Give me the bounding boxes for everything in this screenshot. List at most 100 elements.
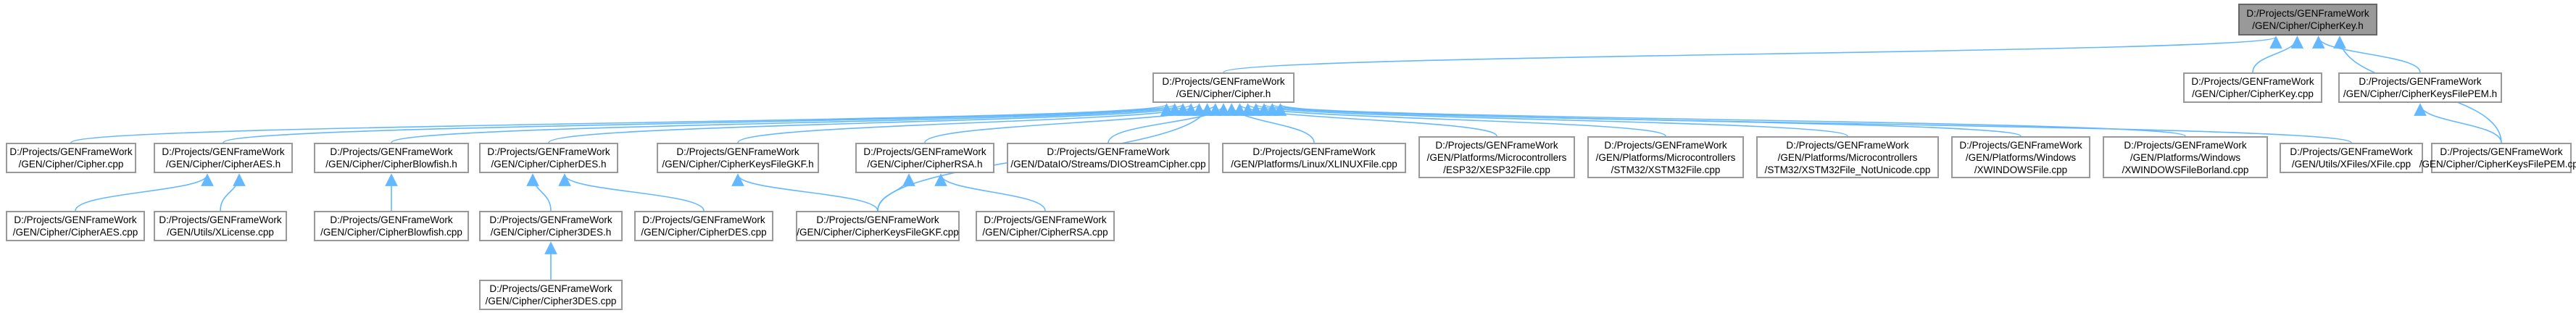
node-label-line: D:/Projects/GENFrameWork (159, 214, 282, 225)
graph-node-xwindowsfileborland-cpp[interactable]: D:/Projects/GENFrameWork/GEN/Platforms/W… (2103, 136, 2268, 178)
node-label-line: /GEN/Utils/XFiles/XFile.cpp (2291, 159, 2411, 170)
graph-node-cipherkeysfilepem-cpp[interactable]: D:/Projects/GENFrameWork/GEN/Cipher/Ciph… (2419, 143, 2576, 173)
node-label-line: /GEN/Cipher/CipherKeysFileGKF.cpp (797, 227, 959, 238)
node-label-line: D:/Projects/GENFrameWork (489, 283, 612, 294)
edge-diostreamcipher-cpp-to-cipher-h (1108, 103, 1230, 143)
node-label-line: /GEN/Platforms/Microcontrollers (1595, 151, 1736, 163)
node-label-line: D:/Projects/GENFrameWork (2359, 76, 2482, 87)
node-label-line: D:/Projects/GENFrameWork (1959, 139, 2082, 151)
graph-node-cipher-h[interactable]: D:/Projects/GENFrameWork/GEN/Cipher/Ciph… (1152, 72, 1295, 103)
node-label-line: D:/Projects/GENFrameWork (642, 214, 765, 225)
node-label-line: /GEN/Utils/XLicense.cpp (167, 227, 274, 238)
edge-cipherkeysfilepem-h-to-cipherkey-h (2311, 36, 2421, 73)
edge-cipherkeysfilegkf-cpp-to-cipherrsa-h (877, 173, 915, 212)
node-label-line: D:/Projects/GENFrameWork (1162, 76, 1285, 87)
node-label-line: D:/Projects/GENFrameWork (14, 214, 137, 225)
node-label-line: D:/Projects/GENFrameWork (1786, 139, 1909, 151)
node-label-line: /GEN/Cipher/CipherRSA.cpp (982, 227, 1108, 238)
node-label-line: /GEN/Cipher/CipherKey.h (2252, 20, 2364, 31)
edge-cipher3des-h-to-cipherdes-h (526, 173, 552, 212)
graph-node-cipherblowfish-cpp[interactable]: D:/Projects/GENFrameWork/GEN/Cipher/Ciph… (314, 211, 469, 241)
node-label-line: D:/Projects/GENFrameWork (489, 214, 612, 225)
edge-cipherblowfish-h-to-cipher-h (391, 103, 1189, 143)
edge-cipherkeysfilegkf-cpp-to-cipherkeysfilegkf-h (731, 173, 878, 212)
node-label-line: /ESP32/XESP32File.cpp (1443, 164, 1550, 175)
graph-node-diostreamcipher-cpp[interactable]: D:/Projects/GENFrameWork/GEN/DataIO/Stre… (1007, 143, 1210, 173)
node-label-line: /GEN/Cipher/CipherKeysFilePEM.h (2343, 88, 2498, 99)
node-label-line: D:/Projects/GENFrameWork (1435, 139, 1558, 151)
graph-node-cipherrsa-cpp[interactable]: D:/Projects/GENFrameWork/GEN/Cipher/Ciph… (976, 211, 1115, 241)
edge-cipherkeysfilegkf-h-to-cipher-h (737, 103, 1205, 143)
node-label-line: /GEN/Cipher/Cipher.h (1176, 88, 1271, 99)
node-label-line: /STM32/XSTM32File.cpp (1611, 164, 1721, 175)
node-label-line: /GEN/Cipher/Cipher3DES.cpp (485, 296, 617, 306)
node-label-line: D:/Projects/GENFrameWork (1047, 146, 1170, 157)
node-label-line: D:/Projects/GENFrameWork (2124, 139, 2247, 151)
graph-node-cipherdes-cpp[interactable]: D:/Projects/GENFrameWork/GEN/Cipher/Ciph… (634, 211, 773, 241)
node-label-line: /GEN/Platforms/Windows (1965, 151, 2077, 163)
graph-node-xlinuxfile-cpp[interactable]: D:/Projects/GENFrameWork/GEN/Platforms/L… (1222, 143, 1406, 173)
graph-node-cipher-cpp[interactable]: D:/Projects/GENFrameWork/GEN/Cipher/Ciph… (6, 143, 136, 173)
graph-node-cipheraes-cpp[interactable]: D:/Projects/GENFrameWork/GEN/Cipher/Ciph… (6, 211, 145, 241)
graph-node-cipherkeysfilegkf-cpp[interactable]: D:/Projects/GENFrameWork/GEN/Cipher/Ciph… (796, 211, 960, 241)
node-label-line: /GEN/Platforms/Microcontrollers (1777, 151, 1918, 163)
edge-cipherdes-h-to-cipher-h (548, 103, 1197, 143)
graph-node-cipherkey-h[interactable]: D:/Projects/GENFrameWork/GEN/Cipher/Ciph… (2238, 4, 2377, 36)
node-label-line: /GEN/Cipher/CipherKey.cpp (2192, 88, 2314, 99)
node-label-line: /XWINDOWSFileBorland.cpp (2122, 164, 2249, 175)
node-label-line: /GEN/Cipher/CipherRSA.h (867, 159, 983, 170)
graph-node-cipherkeysfilegkf-h[interactable]: D:/Projects/GENFrameWork/GEN/Cipher/Ciph… (657, 143, 819, 173)
node-label-line: /GEN/Cipher/CipherAES.cpp (12, 227, 138, 238)
edge-cipheraes-cpp-to-cipheraes-h (75, 173, 214, 212)
edge-cipheraes-h-to-cipher-h (223, 103, 1181, 143)
node-label-line: /GEN/Platforms/Linux/XLINUXFile.cpp (1231, 159, 1397, 170)
graph-node-xstm32file-cpp[interactable]: D:/Projects/GENFrameWork/GEN/Platforms/M… (1587, 136, 1744, 178)
node-label-line: /GEN/Platforms/Microcontrollers (1426, 151, 1567, 163)
graph-node-cipherdes-h[interactable]: D:/Projects/GENFrameWork/GEN/Cipher/Ciph… (479, 143, 618, 173)
node-label-line: D:/Projects/GENFrameWork (984, 214, 1107, 225)
edge-xstm32file-notunicode-cpp-to-cipher-h (1250, 103, 1848, 137)
graph-node-cipherrsa-h[interactable]: D:/Projects/GENFrameWork/GEN/Cipher/Ciph… (855, 143, 994, 173)
node-label-line: D:/Projects/GENFrameWork (2246, 8, 2369, 19)
node-label-line: /GEN/Cipher/CipherAES.h (165, 159, 281, 170)
edge-cipherkey-cpp-to-cipherkey-h (2252, 36, 2304, 73)
node-label-line: /GEN/Cipher/CipherDES.cpp (641, 227, 767, 238)
graph-node-cipherblowfish-h[interactable]: D:/Projects/GENFrameWork/GEN/Cipher/Ciph… (314, 143, 469, 173)
graph-node-xlicense-cpp[interactable]: D:/Projects/GENFrameWork/GEN/Utils/XLice… (154, 211, 287, 241)
node-label-line: /GEN/DataIO/Streams/DIOStreamCipher.cpp (1010, 159, 1206, 170)
graph-node-xwindowsfile-cpp[interactable]: D:/Projects/GENFrameWork/GEN/Platforms/W… (1951, 136, 2090, 178)
node-label-line: D:/Projects/GENFrameWork (330, 146, 453, 157)
node-label-line: /GEN/Cipher/Cipher3DES.h (490, 227, 612, 238)
node-label-line: D:/Projects/GENFrameWork (2290, 146, 2413, 157)
edge-cipherrsa-cpp-to-cipherrsa-h (934, 173, 1046, 212)
graph-node-xstm32file-notunicode-cpp[interactable]: D:/Projects/GENFrameWork/GEN/Platforms/M… (1756, 136, 1939, 178)
graph-node-xesp32file-cpp[interactable]: D:/Projects/GENFrameWork/GEN/Platforms/M… (1418, 136, 1575, 178)
edge-xwindowsfileborland-cpp-to-cipher-h (1266, 103, 2186, 137)
edge-cipher-cpp-to-cipher-h (70, 103, 1173, 143)
node-label-line: /GEN/Cipher/CipherKeysFileGKF.h (662, 159, 814, 170)
edge-xlicense-cpp-to-cipheraes-h (220, 173, 246, 212)
edge-cipherkeysfilepem-cpp-to-cipherkeysfilepem-h (2414, 103, 2502, 143)
node-label-line: D:/Projects/GENFrameWork (676, 146, 799, 157)
graph-node-cipher3des-h[interactable]: D:/Projects/GENFrameWork/GEN/Cipher/Ciph… (479, 211, 623, 241)
node-label-line: /GEN/Cipher/CipherBlowfish.h (325, 159, 457, 170)
node-label-line: /GEN/Cipher/CipherKeysFilePEM.cpp (2419, 159, 2576, 170)
node-label-line: /GEN/Cipher/Cipher.cpp (18, 159, 124, 170)
node-label-line: D:/Projects/GENFrameWork (9, 146, 133, 157)
node-label-line: D:/Projects/GENFrameWork (1252, 146, 1376, 157)
edge-xfile-cpp-to-cipher-h (1274, 103, 2352, 143)
node-label-line: D:/Projects/GENFrameWork (2191, 76, 2314, 87)
node-label-line: /STM32/XSTM32File_NotUnicode.cpp (1764, 164, 1931, 175)
node-label-line: D:/Projects/GENFrameWork (487, 146, 610, 157)
graph-node-cipherkey-cpp[interactable]: D:/Projects/GENFrameWork/GEN/Cipher/Ciph… (2183, 72, 2322, 103)
node-label-line: D:/Projects/GENFrameWork (162, 146, 285, 157)
graph-node-cipher3des-cpp[interactable]: D:/Projects/GENFrameWork/GEN/Cipher/Ciph… (479, 280, 623, 310)
graph-node-cipherkeysfilepem-h[interactable]: D:/Projects/GENFrameWork/GEN/Cipher/Ciph… (2338, 72, 2502, 103)
edge-cipher-h-to-cipherkey-h (1223, 36, 2282, 73)
node-label-line: /GEN/Platforms/Windows (2130, 151, 2241, 163)
node-label-line: D:/Projects/GENFrameWork (1604, 139, 1727, 151)
graph-node-cipheraes-h[interactable]: D:/Projects/GENFrameWork/GEN/Cipher/Ciph… (154, 143, 293, 173)
graph-node-xfile-cpp[interactable]: D:/Projects/GENFrameWork/GEN/Utils/XFile… (2280, 143, 2423, 173)
